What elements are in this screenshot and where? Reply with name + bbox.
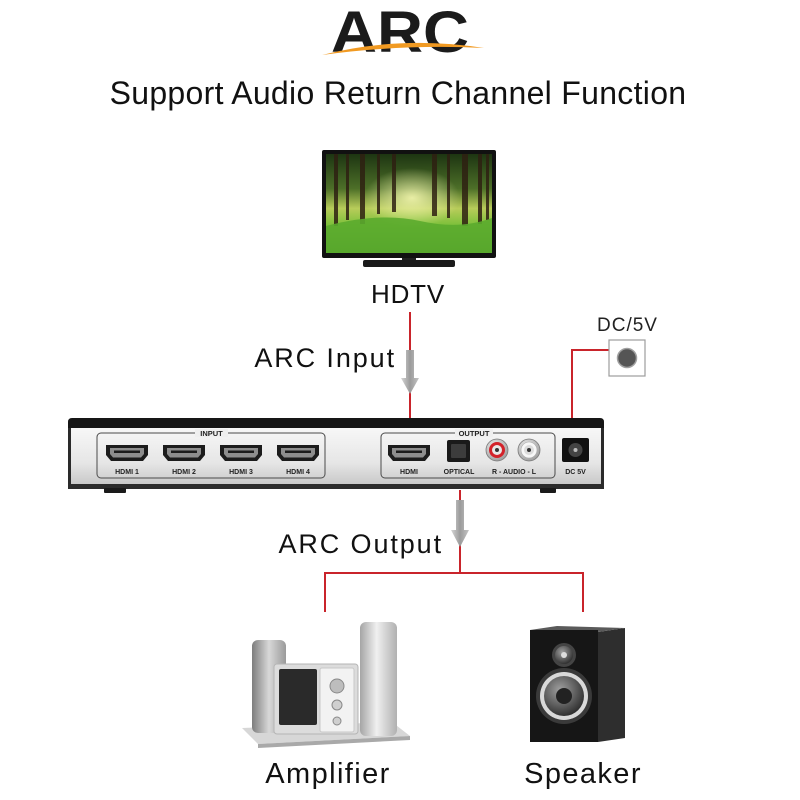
arrow-down-icon	[401, 350, 419, 394]
speaker-icon	[530, 626, 625, 742]
hdmi-port-icon	[106, 445, 148, 461]
device-foot	[104, 488, 126, 493]
hdmi-port-icon	[220, 445, 262, 461]
hdmi-out-label: HDMI	[400, 469, 418, 476]
rca-left-port-icon	[517, 438, 541, 462]
dc-port-label: DC 5V	[565, 469, 586, 476]
arrow-down-icon	[451, 500, 469, 547]
tv-stand-neck	[402, 258, 416, 261]
output-panel-title-bg	[455, 429, 493, 437]
tv-screen-grass	[326, 217, 492, 253]
rca-pin-hole	[495, 448, 499, 452]
dc-port-icon	[562, 438, 589, 462]
amplifier-knob	[331, 699, 343, 711]
dc-power-icon	[608, 339, 646, 377]
output-panel-title: OUTPUT	[459, 429, 490, 438]
hdmi-3-label: HDMI 3	[229, 469, 253, 476]
amplifier-knob	[329, 678, 345, 694]
woofer-dust-cap	[556, 688, 572, 704]
dc-port-pin	[573, 448, 578, 452]
output-panel: OUTPUT HDMI OPTICAL	[380, 429, 556, 479]
hdmi-port-icon	[277, 445, 319, 461]
device-foot	[540, 488, 556, 493]
amplifier-knob	[332, 716, 342, 726]
device-front-panel	[68, 428, 604, 486]
amplifier-base-edge	[258, 736, 410, 748]
hdmi-port-tongue	[171, 450, 197, 453]
input-panel-title: INPUT	[200, 429, 223, 438]
hdmi-out-port-icon	[388, 445, 430, 461]
arc-input-label: ARC Input	[254, 343, 396, 373]
speaker-label: Speaker	[524, 758, 642, 790]
hdmi-1-label: HDMI 1	[115, 469, 139, 476]
optical-label: OPTICAL	[444, 469, 475, 476]
amplifier-label: Amplifier	[265, 758, 390, 790]
rca-right-port-icon	[485, 438, 509, 462]
hdmi-port-tongue	[114, 450, 140, 453]
speaker-side	[598, 628, 625, 742]
amplifier-front-panel	[279, 669, 317, 725]
tv-screen-trees	[334, 154, 489, 226]
optical-port-icon	[447, 440, 470, 462]
dc-power-label: DC/5V	[597, 315, 658, 336]
input-panel-title-bg	[195, 429, 228, 437]
optical-port-cover	[451, 444, 466, 458]
device-top	[68, 418, 604, 430]
hdmi-port-tongue	[285, 450, 311, 453]
page-title: Support Audio Return Channel Function	[110, 75, 687, 111]
hdtv-icon	[322, 150, 496, 267]
hdtv-label: HDTV	[371, 279, 445, 309]
device-right-edge	[601, 428, 604, 486]
output-branch-line	[324, 572, 584, 612]
amplifier-icon	[242, 622, 410, 748]
tv-stand-base	[363, 260, 455, 267]
arc-logo-swoosh	[322, 42, 484, 55]
hdmi-port-tongue	[396, 450, 422, 453]
input-panel: INPUT HDMI 1 HDMI 2 HDMI 3	[96, 429, 326, 479]
hdmi-port-tongue	[228, 450, 254, 453]
tweeter-center	[561, 652, 567, 658]
device-bottom-edge	[68, 484, 604, 489]
power-line	[571, 349, 609, 420]
hdmi-port-icon	[163, 445, 205, 461]
amplifier-right-tower	[360, 622, 397, 736]
rca-pin-hole	[527, 448, 531, 452]
audio-rl-label: R - AUDIO - L	[492, 469, 537, 476]
arc-logo-text: ARC	[331, 0, 469, 65]
arc-switch-device: INPUT HDMI 1 HDMI 2 HDMI 3	[68, 418, 604, 493]
arc-output-label: ARC Output	[278, 529, 443, 559]
dc-power-jack	[616, 347, 638, 369]
hdmi-4-label: HDMI 4	[286, 469, 310, 476]
arc-logo: ARC	[322, 0, 484, 65]
hdmi-2-label: HDMI 2	[172, 469, 196, 476]
device-left-edge	[68, 428, 71, 486]
